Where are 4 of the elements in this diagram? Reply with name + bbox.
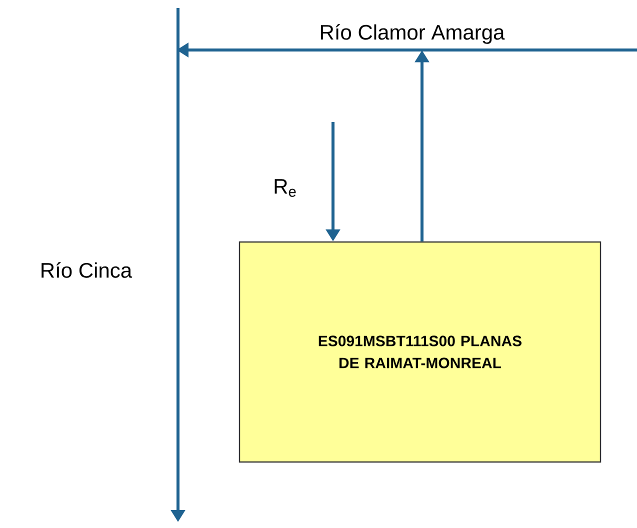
edge-label: R$_{e}$ bbox=[274, 179, 296, 197]
water-body-box: ES091MSBT111S00 PLANAS DE RAIMAT-MONREAL bbox=[238, 241, 602, 463]
river-label: Río Clamor Amarga bbox=[320, 24, 505, 44]
river-label: Río Cinca bbox=[42, 262, 132, 278]
